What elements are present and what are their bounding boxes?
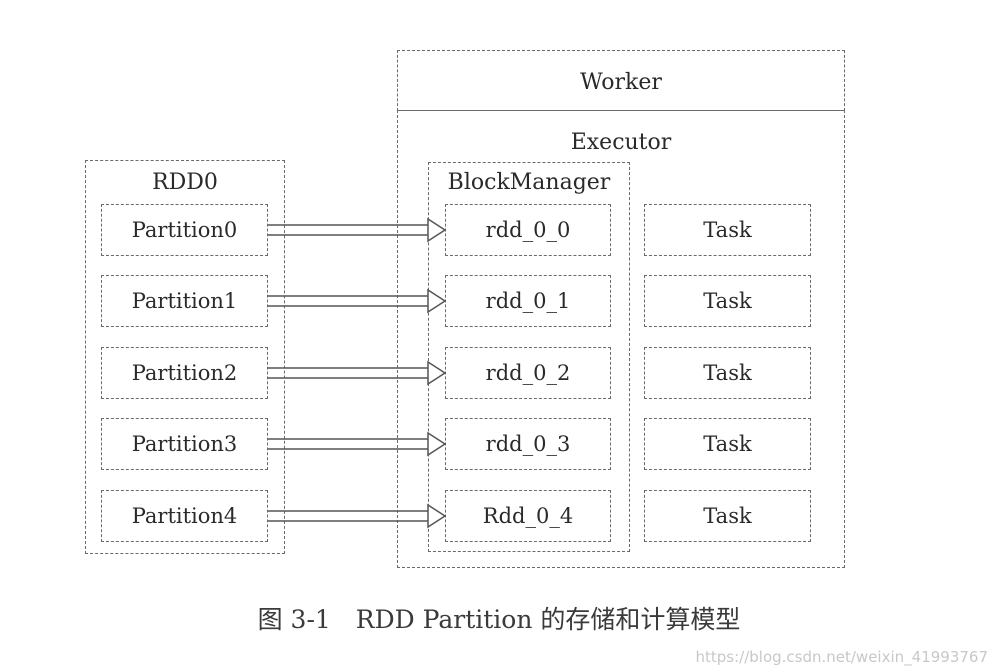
task-4: Task: [644, 490, 811, 542]
worker-title: Worker: [580, 70, 662, 95]
block-manager-title: BlockManager: [447, 170, 611, 195]
executor-title: Executor: [570, 130, 672, 155]
worker-header: [397, 50, 845, 111]
task-0: Task: [644, 204, 811, 256]
arrow-partition-1: [268, 288, 447, 314]
watermark: https://blog.csdn.net/weixin_41993767: [695, 648, 988, 666]
arrow-partition-3: [268, 431, 447, 457]
figure-caption: 图 3-1 RDD Partition 的存储和计算模型: [257, 605, 741, 634]
block-rdd-0-4: Rdd_0_4: [445, 490, 611, 542]
task-1: Task: [644, 275, 811, 327]
partition-1: Partition1: [101, 275, 268, 327]
arrow-partition-2: [268, 360, 447, 386]
task-2: Task: [644, 347, 811, 399]
block-rdd-0-3: rdd_0_3: [445, 418, 611, 470]
block-rdd-0-1: rdd_0_1: [445, 275, 611, 327]
partition-2: Partition2: [101, 347, 268, 399]
partition-4: Partition4: [101, 490, 268, 542]
task-3: Task: [644, 418, 811, 470]
rdd0-title: RDD0: [152, 170, 218, 195]
arrow-partition-0: [268, 217, 447, 243]
arrow-partition-4: [268, 503, 447, 529]
block-rdd-0-2: rdd_0_2: [445, 347, 611, 399]
partition-0: Partition0: [101, 204, 268, 256]
partition-3: Partition3: [101, 418, 268, 470]
